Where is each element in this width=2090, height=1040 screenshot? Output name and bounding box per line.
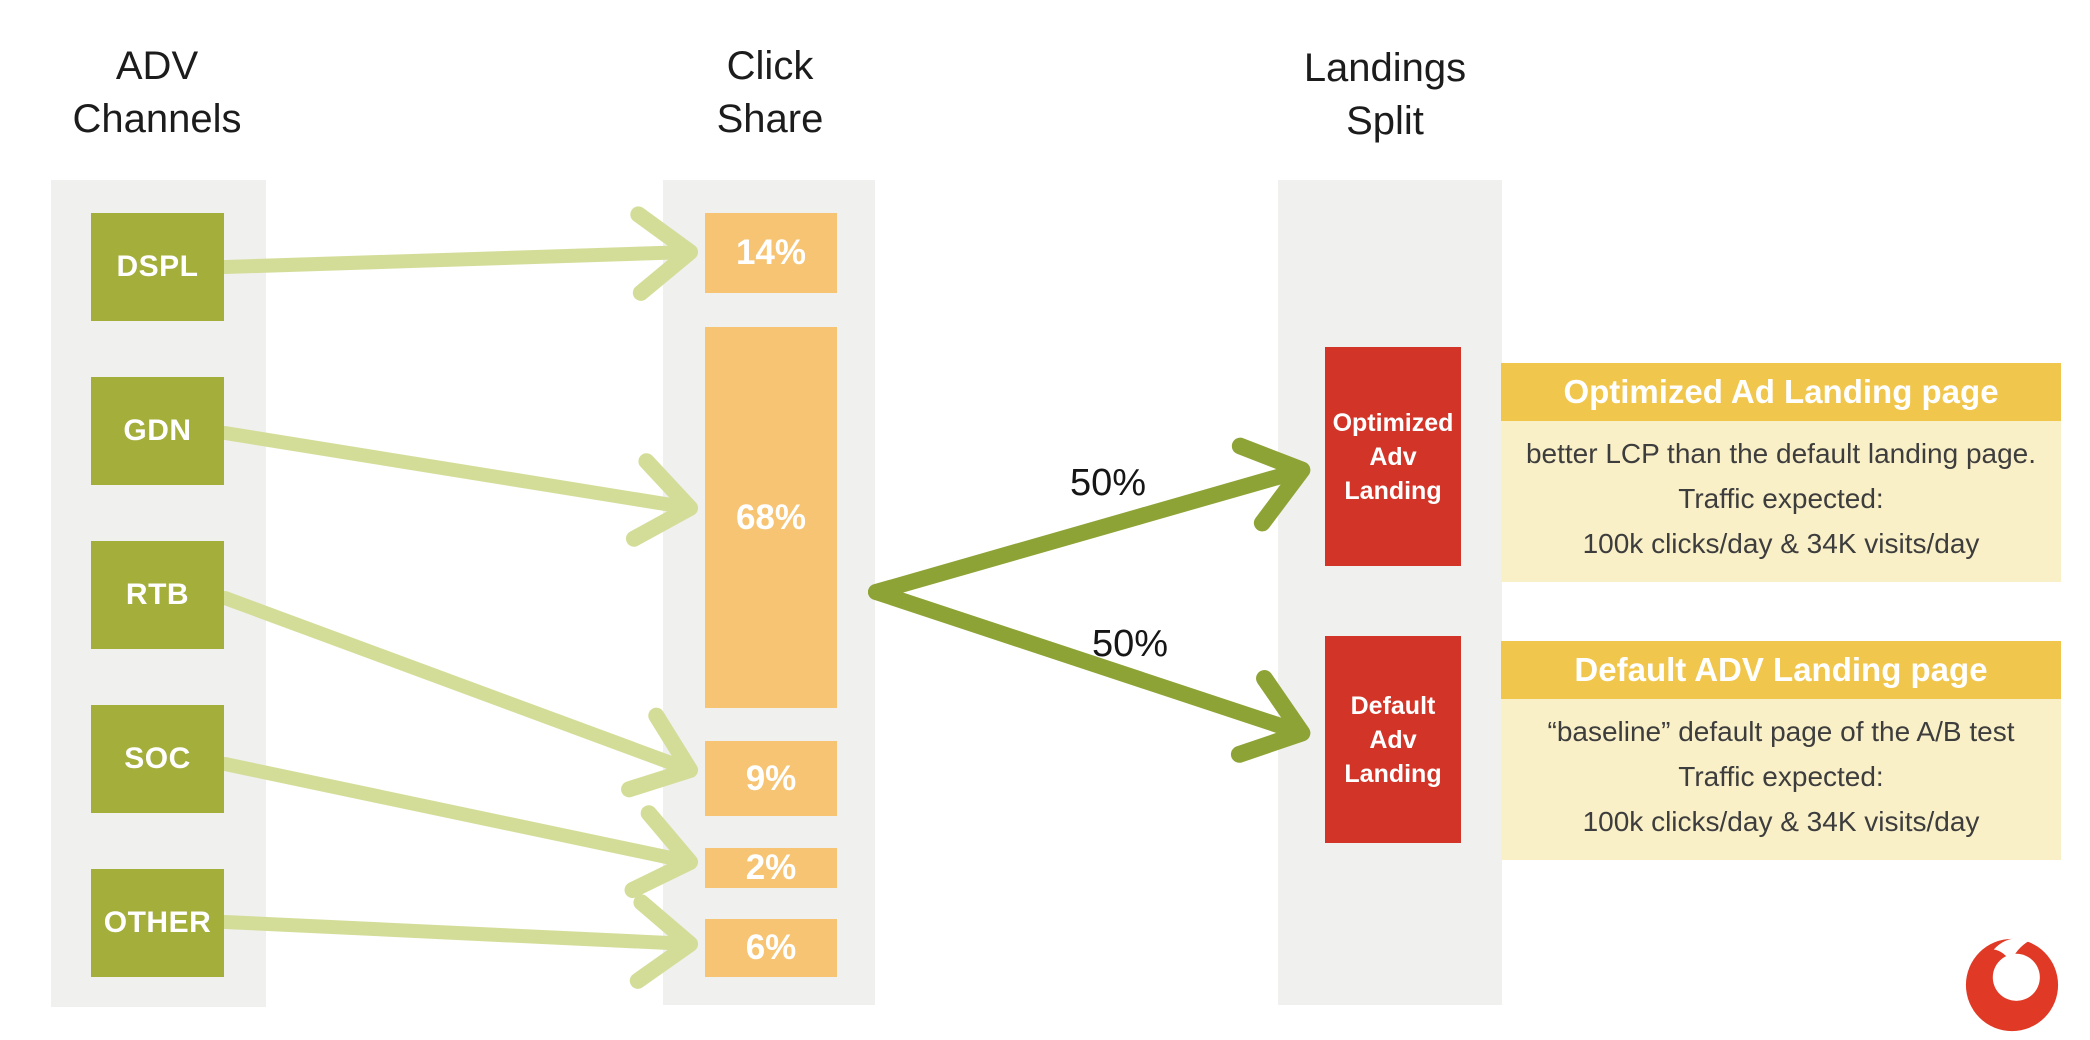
channel-box-rtb: RTB — [91, 541, 224, 649]
channel-box-gdn: GDN — [91, 377, 224, 485]
share-box-2: 2% — [705, 848, 837, 888]
share-box-68: 68% — [705, 327, 837, 708]
click-share-header: Click Share — [716, 44, 824, 141]
channel-box-dspl: DSPL — [91, 213, 224, 321]
card-text-line: Traffic expected: — [1678, 483, 1884, 514]
arrow-soc-to-2 — [218, 757, 699, 899]
default-landing-card: Default ADV Landing page “baseline” defa… — [1501, 641, 2061, 860]
vodafone-speechmark-icon — [1965, 937, 2059, 1032]
split-label-bottom: 50% — [1091, 623, 1169, 665]
arrow-dspl-to-14 — [218, 206, 699, 301]
default-landing-card-body: “baseline” default page of the A/B test … — [1501, 699, 2061, 860]
default-landing-card-title: Default ADV Landing page — [1501, 641, 2061, 699]
card-text-line: “baseline” default page of the A/B test — [1547, 716, 2015, 747]
share-box-6: 6% — [705, 919, 837, 977]
share-box-9: 9% — [705, 741, 837, 816]
optimized-landing-card-title: Optimized Ad Landing page — [1501, 363, 2061, 421]
split-arrows — [868, 437, 1311, 763]
landing-box-default: Default Adv Landing — [1325, 636, 1461, 843]
card-text-line: 100k clicks/day & 34K visits/day — [1582, 806, 1980, 837]
channel-box-soc: SOC — [91, 705, 224, 813]
adv-channels-header: ADV Channels — [72, 44, 242, 141]
card-text-line: better LCP than the default landing page… — [1525, 438, 2037, 469]
landings-split-header: Landings Split — [1303, 46, 1467, 143]
share-box-14: 14% — [705, 213, 837, 293]
channel-to-share-arrows — [218, 206, 699, 989]
landing-box-optimized: Optimized Adv Landing — [1325, 347, 1461, 566]
split-label-top: 50% — [1069, 462, 1147, 504]
optimized-landing-card-body: better LCP than the default landing page… — [1501, 421, 2061, 582]
channel-box-other: OTHER — [91, 869, 224, 977]
optimized-landing-card: Optimized Ad Landing page better LCP tha… — [1501, 363, 2061, 582]
landings-split-column-bg — [1278, 180, 1502, 1005]
arrow-rtb-to-9 — [218, 591, 699, 798]
arrow-gdn-to-68 — [218, 426, 699, 547]
card-text-line: Traffic expected: — [1678, 761, 1884, 792]
arrow-other-to-6 — [218, 894, 699, 989]
card-text-line: 100k clicks/day & 34K visits/day — [1582, 528, 1980, 559]
